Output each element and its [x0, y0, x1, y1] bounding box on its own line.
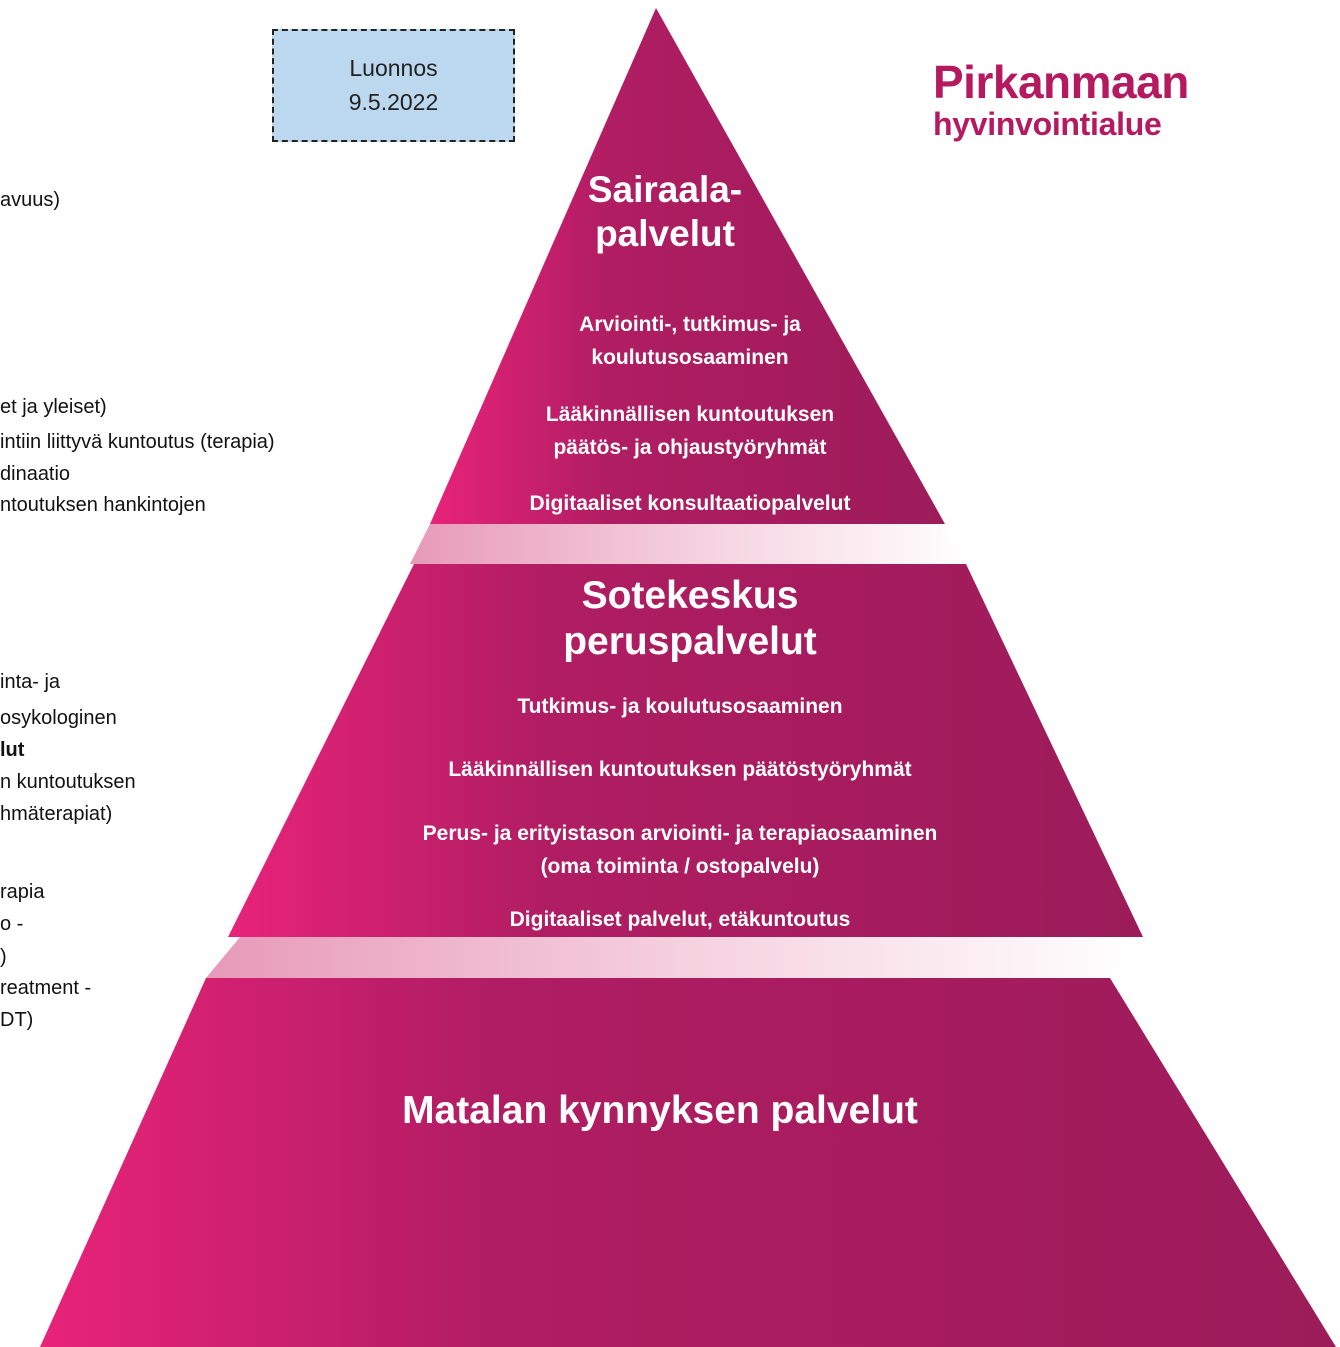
tier-middle-title: Sotekeskus peruspalvelut: [490, 573, 890, 665]
tier-top-item-4: päätös- ja ohjaustyöryhmät: [553, 436, 827, 459]
tier-top-title: Sairaala- palvelut: [540, 168, 790, 255]
draft-date: 9.5.2022: [348, 88, 439, 115]
side-text-5: ntoutuksen hankintojen: [0, 494, 206, 516]
draft-label: Luonnos: [349, 55, 438, 82]
side-text-10: hmäterapiat): [0, 803, 113, 825]
logo: Pirkanmaan hyvinvointialue: [933, 58, 1189, 142]
tier-top-title-line-2: palvelut: [595, 212, 735, 254]
tier-middle-item-2: Lääkinnällisen kuntoutuksen päätöstyöryh…: [448, 758, 912, 781]
logo-line-1: Pirkanmaan: [933, 56, 1189, 108]
tier-middle-item-1: Tutkimus- ja koulutusosaaminen: [517, 695, 843, 718]
connector-band-lower: [206, 937, 1134, 978]
tier-middle-item-3: Perus- ja erityistason arviointi- ja ter…: [422, 822, 938, 845]
side-text-12: o -: [0, 913, 24, 935]
tier-middle-title-line-1: Sotekeskus: [581, 574, 799, 617]
connector-band-upper: [410, 524, 968, 564]
tier-middle-title-line-2: peruspalvelut: [563, 620, 817, 664]
side-text-7: osykologinen: [0, 707, 117, 729]
tier-middle-shape: [228, 564, 1143, 937]
tier-bottom-title: Matalan kynnyksen palvelut: [402, 1089, 918, 1132]
draft-box: Luonnos 9.5.2022: [272, 29, 515, 142]
side-text-2: et ja yleiset): [0, 396, 107, 418]
tier-top-title-line-1: Sairaala-: [587, 169, 743, 210]
tier-top-item-5: Digitaaliset konsultaatiopalvelut: [529, 492, 851, 515]
side-text-6: inta- ja: [0, 671, 61, 693]
tier-middle-item-5: Digitaaliset palvelut, etäkuntoutus: [509, 908, 851, 931]
side-text-8: lut: [0, 739, 25, 761]
tier-top-shape: [430, 8, 945, 524]
side-text-1: avuus): [0, 189, 61, 211]
tier-middle-item-4: (oma toiminta / ostopalvelu): [540, 855, 820, 878]
tier-top-item-2: koulutusosaaminen: [591, 346, 789, 369]
side-text-14: reatment -: [0, 977, 92, 999]
tier-top-item-1: Arviointi-, tutkimus- ja: [579, 313, 801, 336]
side-text-9: n kuntoutuksen: [0, 771, 136, 793]
side-text-4: dinaatio: [0, 463, 71, 485]
tier-top-item-3: Lääkinnällisen kuntoutuksen: [545, 403, 835, 426]
side-text-13: ): [0, 946, 7, 968]
side-text-11: rapia: [0, 881, 45, 903]
side-text-3: intiin liittyvä kuntoutus (terapia): [0, 431, 275, 453]
logo-line-2: hyvinvointialue: [933, 106, 1162, 142]
side-text-15: DT): [0, 1009, 34, 1031]
tier-bottom-shape: [40, 978, 1336, 1347]
